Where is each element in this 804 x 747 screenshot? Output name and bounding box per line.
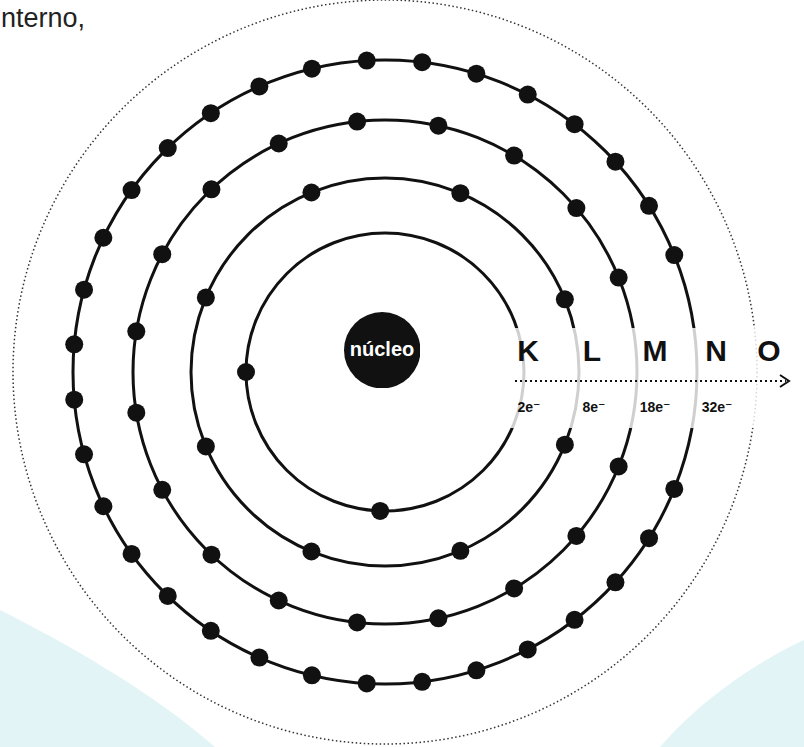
electron xyxy=(94,229,112,247)
electron xyxy=(250,649,268,667)
electron xyxy=(665,480,683,498)
electron xyxy=(610,457,628,475)
shell-axis-arrow xyxy=(515,380,786,382)
electron xyxy=(303,666,321,684)
electron xyxy=(202,546,220,564)
electron xyxy=(303,60,321,78)
electron xyxy=(566,611,584,629)
electron xyxy=(451,184,469,202)
electron xyxy=(610,269,628,287)
shell-capacity: 2e⁻ xyxy=(518,400,541,415)
electron xyxy=(202,180,220,198)
electron xyxy=(567,527,585,545)
electron xyxy=(159,587,177,605)
electron xyxy=(75,445,93,463)
electron xyxy=(159,139,177,157)
electron xyxy=(519,640,537,658)
electron xyxy=(94,497,112,515)
shell-letter: N xyxy=(705,334,727,367)
electron xyxy=(270,135,288,153)
electron xyxy=(123,545,141,563)
electron xyxy=(429,117,447,135)
electron xyxy=(202,104,220,122)
electron xyxy=(358,674,376,692)
electron xyxy=(123,181,141,199)
electron xyxy=(250,77,268,95)
electron xyxy=(65,335,83,353)
electron xyxy=(197,289,215,307)
electron xyxy=(566,115,584,133)
shell-letter: L xyxy=(583,334,601,367)
shell-letter: K xyxy=(517,334,539,367)
electron xyxy=(348,113,366,131)
electron xyxy=(640,197,658,215)
electron xyxy=(451,542,469,560)
electron xyxy=(75,281,93,299)
electron xyxy=(153,481,171,499)
shell-capacity: 8e⁻ xyxy=(583,400,606,415)
electron xyxy=(665,246,683,264)
background-shape xyxy=(660,640,804,747)
electron xyxy=(640,529,658,547)
electron xyxy=(505,147,523,165)
shell-capacity: 18e⁻ xyxy=(640,400,671,415)
electron xyxy=(519,86,537,104)
arrow-head xyxy=(780,375,789,387)
electron xyxy=(153,245,171,263)
electron xyxy=(65,391,83,409)
nucleus-circle: núcleo xyxy=(344,312,420,388)
electron xyxy=(606,153,624,171)
electron xyxy=(556,290,574,308)
electron xyxy=(567,199,585,217)
background-shape xyxy=(0,610,215,747)
electron xyxy=(127,404,145,422)
electron xyxy=(302,183,320,201)
electron xyxy=(467,65,485,83)
shell-letter: O xyxy=(757,334,780,367)
electron xyxy=(202,622,220,640)
electron xyxy=(358,52,376,70)
electron xyxy=(556,436,574,454)
electron xyxy=(197,437,215,455)
label-patch xyxy=(505,328,804,428)
electron xyxy=(371,502,389,520)
nucleus-label: núcleo xyxy=(350,338,414,361)
cut-off-text: nterno, xyxy=(1,4,85,34)
electron xyxy=(429,609,447,627)
shell-letter: M xyxy=(643,334,668,367)
electron xyxy=(127,322,145,340)
electron xyxy=(505,579,523,597)
electron xyxy=(348,613,366,631)
electron xyxy=(606,573,624,591)
electron xyxy=(413,53,431,71)
electron xyxy=(302,543,320,561)
electron xyxy=(237,363,255,381)
shell-capacity: 32e⁻ xyxy=(702,400,733,415)
electron xyxy=(467,661,485,679)
electron-shell xyxy=(246,233,524,511)
electron xyxy=(270,591,288,609)
electron xyxy=(413,673,431,691)
